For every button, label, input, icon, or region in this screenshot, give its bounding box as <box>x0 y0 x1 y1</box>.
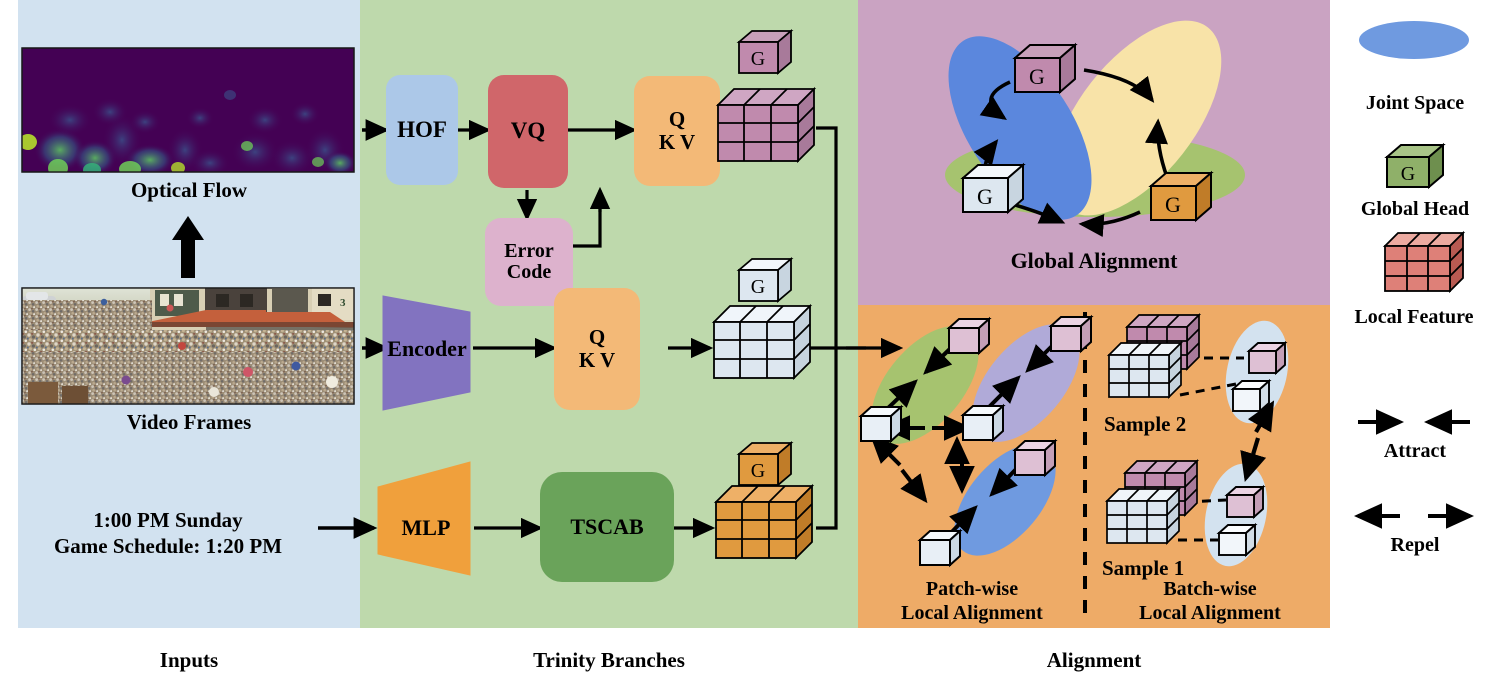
svg-text:G: G <box>751 48 765 70</box>
global-head-text: G <box>736 440 794 490</box>
global-align-head-text: G <box>1148 170 1214 226</box>
batch-repel-arrow <box>1240 400 1275 483</box>
section-label-inputs: Inputs <box>159 648 219 672</box>
blue-joint-space <box>948 36 1092 220</box>
optical-flow-image <box>21 47 355 173</box>
block-qkv-flow-q: Q <box>668 106 686 131</box>
local-feature-text <box>712 482 816 574</box>
svg-text:G: G <box>751 276 765 298</box>
patch-cube-pink-1 <box>946 316 992 358</box>
global-align-head-flow: G <box>1012 42 1078 98</box>
patch-alignment-caption-2: Local Alignment <box>901 602 1043 624</box>
local-feature-flow <box>714 85 818 177</box>
svg-text:G: G <box>1401 163 1415 185</box>
block-tscab[interactable]: TSCAB <box>540 472 674 582</box>
input-to-branch-arrows <box>318 119 390 539</box>
svg-text:3: 3 <box>340 297 346 309</box>
legend-label-attract: Attract <box>1383 440 1447 462</box>
block-encoder-text: Encoder <box>387 336 467 362</box>
batch-sample1-head-white <box>1216 522 1258 560</box>
legend-label-joint-space: Joint Space <box>1365 92 1465 114</box>
block-mlp-text: MLP <box>401 515 451 541</box>
block-tscab-label: TSCAB <box>570 514 644 540</box>
global-head-flow: G <box>736 28 794 78</box>
text-input-line-2: Game Schedule: 1:20 PM <box>53 534 283 558</box>
block-qkv-flow[interactable]: Q K V <box>634 76 720 186</box>
patch-alignment-caption-1: Patch-wise <box>925 578 1019 600</box>
legend-label-repel: Repel <box>1390 534 1440 556</box>
section-label-alignment: Alignment <box>1046 648 1142 672</box>
batch-sample1-white-grid <box>1104 486 1182 554</box>
svg-text:G: G <box>751 460 765 482</box>
global-align-head-rgb: G <box>960 162 1026 218</box>
optical-flow-caption: Optical Flow <box>130 178 248 202</box>
legend-global-head-icon: G <box>1384 142 1446 194</box>
block-error-code-label-1: Error <box>504 240 554 262</box>
batch-alignment-caption-2: Local Alignment <box>1139 602 1281 624</box>
block-hof[interactable]: HOF <box>386 75 458 185</box>
patch-cube-white-1 <box>858 404 904 446</box>
yellow-joint-space <box>1052 20 1222 216</box>
legend-joint-space-icon <box>1359 21 1469 59</box>
batch-sample2-head-white <box>1230 378 1272 416</box>
legend-label-local-feature: Local Feature <box>1354 306 1474 328</box>
block-qkv-flow-kv: K V <box>658 130 696 154</box>
global-head-rgb: G <box>736 256 794 306</box>
block-qkv-rgb-q: Q <box>588 324 606 349</box>
block-vq-label: VQ <box>510 118 546 144</box>
legend-local-feature-icon <box>1382 230 1466 302</box>
flow-extraction-arrow <box>172 216 204 278</box>
batch-sample-1-label: Sample 1 <box>1102 556 1185 580</box>
patch-cube-pink-2 <box>1048 314 1094 356</box>
video-frames-image: 3 <box>21 287 355 405</box>
encoder-shape <box>382 295 471 411</box>
text-input-line-1: 1:00 PM Sunday <box>93 508 243 532</box>
patch-alignment-arrows <box>870 340 1058 542</box>
section-label-trinity: Trinity Branches <box>533 648 685 672</box>
patch-cube-white-3 <box>917 528 963 570</box>
local-feature-rgb <box>710 302 814 394</box>
svg-text:G: G <box>1029 64 1045 89</box>
svg-text:G: G <box>977 184 993 209</box>
block-qkv-rgb[interactable]: Q K V <box>554 288 640 410</box>
batch-sample2-white-grid <box>1106 340 1184 408</box>
batch-sample-2-label: Sample 2 <box>1104 412 1187 436</box>
block-error-code[interactable]: Error Code <box>485 218 573 306</box>
mlp-shape <box>377 461 471 576</box>
block-qkv-rgb-kv: K V <box>578 348 616 372</box>
batch-alignment-caption-1: Batch-wise <box>1163 578 1257 600</box>
block-error-code-label-2: Code <box>506 261 552 283</box>
block-vq[interactable]: VQ <box>488 75 568 188</box>
block-hof-label: HOF <box>397 116 447 142</box>
batch-sample1-head-pink <box>1224 484 1266 522</box>
block-encoder-label[interactable]: Encoder <box>383 325 471 373</box>
feature-bus <box>806 126 904 530</box>
video-frames-caption: Video Frames <box>126 410 252 434</box>
block-mlp-label[interactable]: MLP <box>386 505 466 551</box>
patch-cube-white-2 <box>960 403 1006 445</box>
legend-label-global-head: Global Head <box>1360 198 1470 220</box>
svg-text:G: G <box>1165 192 1181 217</box>
patch-cube-pink-3 <box>1012 438 1058 480</box>
global-alignment-caption: Global Alignment <box>1010 248 1178 273</box>
batch-sample2-head-pink <box>1246 340 1288 378</box>
